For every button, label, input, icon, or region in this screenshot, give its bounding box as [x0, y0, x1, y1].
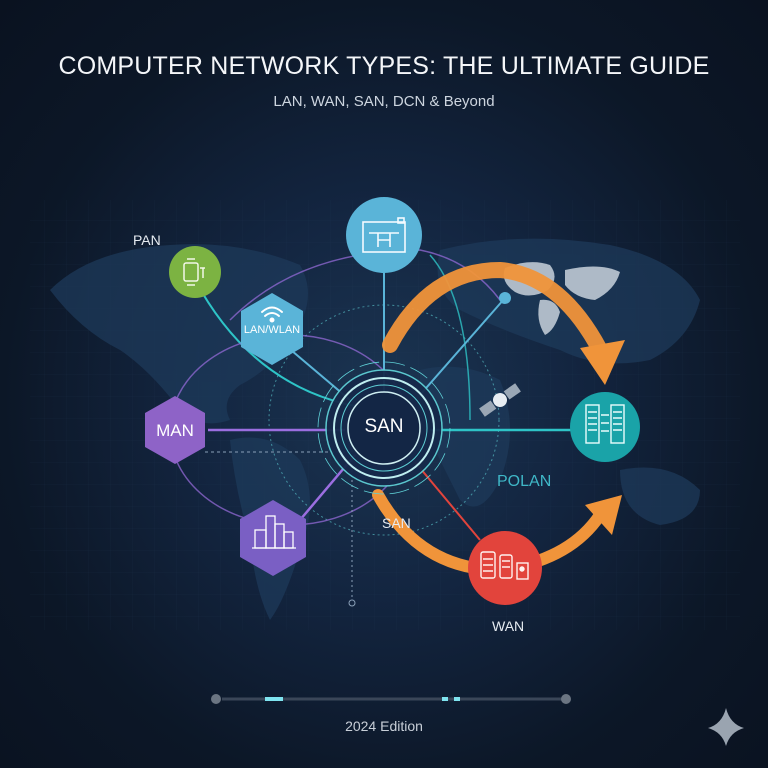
smartwatch-icon: [183, 258, 205, 286]
wan-label: WAN: [492, 618, 525, 634]
satellite-icon: [479, 383, 521, 417]
progress-bar: [211, 694, 571, 704]
city-node: [240, 500, 306, 576]
wan-node: [468, 531, 542, 605]
server-racks-icon: [585, 404, 625, 444]
edition-label: 2024 Edition: [345, 718, 423, 734]
man-node: [145, 396, 205, 464]
desk-monitor-icon: [362, 217, 406, 253]
center-san-label: SAN: [364, 416, 404, 437]
san-label: SAN: [382, 515, 411, 531]
center-node-rings: [317, 361, 451, 495]
sparkle-icon: [708, 708, 744, 746]
city-buildings-icon: [252, 515, 296, 549]
arrow-head-icon: [580, 340, 625, 385]
server-stack-icon: [480, 551, 529, 580]
page-subtitle: LAN, WAN, SAN, DCN & Beyond: [273, 93, 495, 110]
dcn-node: [570, 392, 640, 462]
man-label: MAN: [156, 421, 194, 440]
wifi-icon: [261, 306, 283, 323]
pan-label: PAN: [133, 232, 161, 248]
page-title: COMPUTER NETWORK TYPES: THE ULTIMATE GUI…: [58, 52, 710, 80]
desk-node: [346, 197, 422, 273]
polan-label: POLAN: [497, 473, 552, 490]
arrow-head-icon: [585, 495, 622, 535]
lan-node: [241, 293, 303, 365]
pan-node: [169, 246, 221, 298]
lan-label: LAN/WLAN: [243, 324, 301, 336]
